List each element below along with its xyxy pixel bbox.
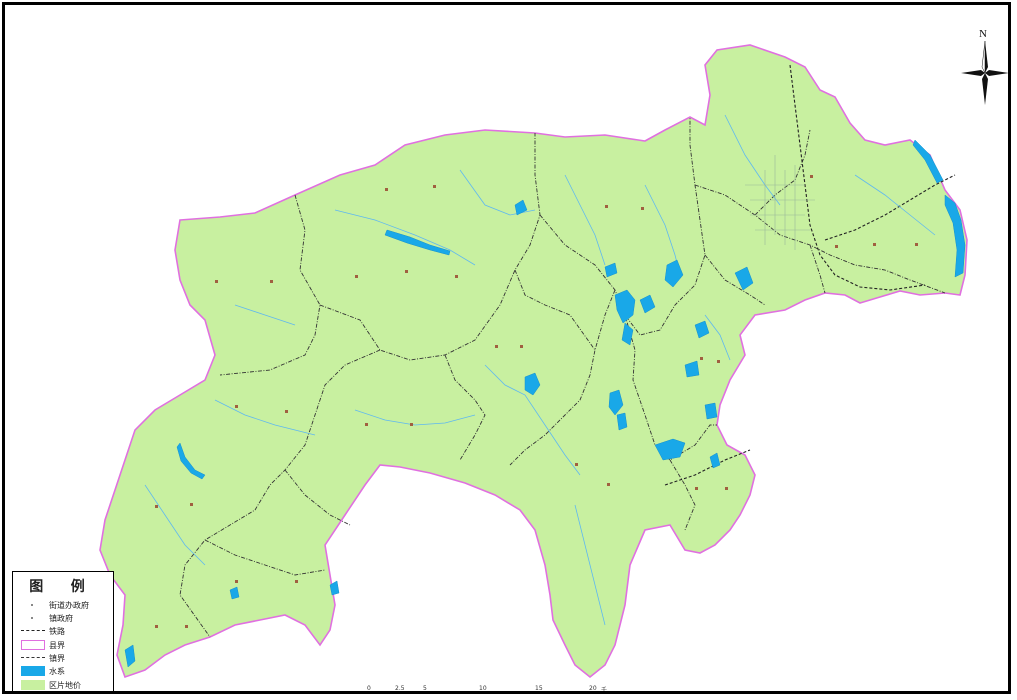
railway-icon bbox=[21, 626, 45, 636]
region-polygon[interactable] bbox=[99, 44, 968, 679]
county-border-icon bbox=[21, 640, 45, 650]
railways bbox=[664, 64, 956, 486]
town-boundaries bbox=[179, 117, 946, 638]
legend-title: 图 例 bbox=[29, 580, 97, 595]
scale-tick: 20 bbox=[589, 685, 597, 692]
scale-bar: 0 2.5 5 10 15 20 千米 bbox=[367, 685, 608, 694]
legend-label: 街道办政府 bbox=[49, 600, 89, 610]
water-icon bbox=[21, 666, 45, 676]
legend-item: 铁路 bbox=[21, 626, 65, 636]
scale-tick: 0 bbox=[367, 685, 371, 692]
legend-label: 区片地价 bbox=[49, 680, 81, 690]
legend-label: 水系 bbox=[49, 666, 65, 676]
north-arrow-icon: N bbox=[957, 25, 1008, 105]
town-border-icon bbox=[21, 653, 45, 663]
dot-icon bbox=[21, 613, 45, 623]
town-markers bbox=[155, 175, 918, 628]
water-bodies[interactable] bbox=[124, 139, 966, 668]
scale-tick: 10 bbox=[479, 685, 487, 692]
scale-tick: 2.5 bbox=[395, 685, 405, 692]
legend-label: 县界 bbox=[49, 640, 65, 650]
map-legend: 图 例 街道办政府 镇政府 铁路 县界 镇界 水系 区片地价 bbox=[12, 571, 114, 691]
legend-item: 区片地价 bbox=[21, 680, 81, 690]
urban-grid bbox=[745, 155, 815, 250]
scale-tick: 5 bbox=[423, 685, 427, 692]
map-canvas[interactable] bbox=[5, 5, 1011, 694]
legend-item: 镇政府 bbox=[21, 613, 73, 623]
legend-item: 县界 bbox=[21, 640, 65, 650]
legend-item: 街道办政府 bbox=[21, 600, 89, 610]
legend-label: 镇政府 bbox=[49, 613, 73, 623]
scale-tick: 15 bbox=[535, 685, 543, 692]
legend-item: 水系 bbox=[21, 666, 65, 676]
land-price-icon bbox=[21, 680, 45, 690]
north-label: N bbox=[979, 28, 987, 40]
river-network bbox=[144, 114, 936, 626]
legend-label: 镇界 bbox=[49, 653, 65, 663]
legend-label: 铁路 bbox=[49, 626, 65, 636]
legend-item: 镇界 bbox=[21, 653, 65, 663]
scale-unit: 千米 bbox=[601, 687, 608, 694]
dot-icon bbox=[21, 600, 45, 610]
